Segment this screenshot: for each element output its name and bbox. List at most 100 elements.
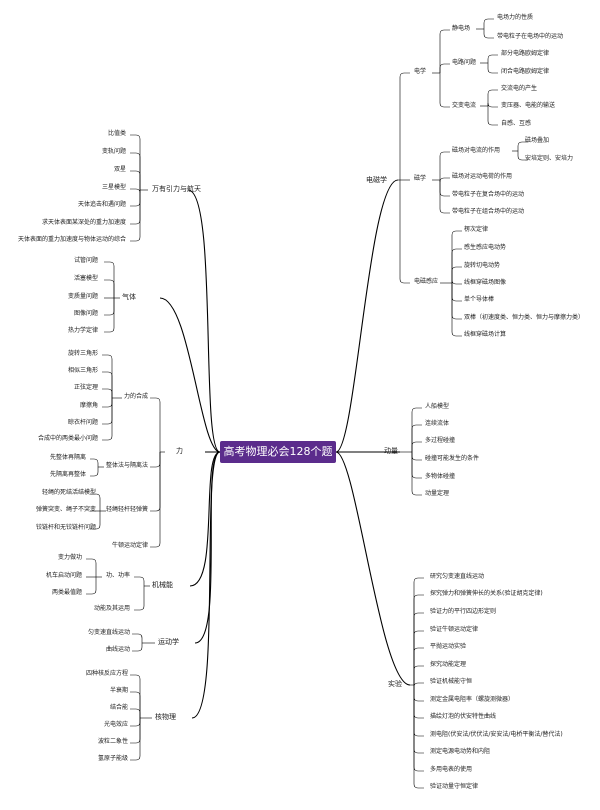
ac-branch-0: [487, 89, 498, 106]
nuclear-branch-5: [130, 718, 141, 761]
leaf-exp-3: 验证牛顿运动定律: [430, 626, 479, 633]
leaf-nuclear-4: 波粒二象性: [97, 738, 128, 745]
induct-branch-4: [451, 283, 462, 302]
leaf-induct-5: 双棒（初速度类、恒力类、恒力与摩擦力类）: [464, 314, 585, 321]
kin-branch-0: [132, 633, 143, 643]
force-branch-1: [150, 452, 161, 468]
ac-branch-2: [487, 106, 498, 126]
leaf-mag-1: 带电粒子在复合场中的运动: [452, 191, 525, 198]
induct-branch-2: [451, 266, 462, 283]
leaf-gas-2: 变质量问题: [67, 293, 98, 300]
elec-branch-0: [439, 29, 450, 73]
branch-gravitation: 万有引力与航天: [152, 185, 201, 193]
compose-branch-0: [102, 354, 113, 398]
leaf-grav-6: 天体表面的重力加速度与物体运动的综合: [17, 236, 126, 243]
leaf-work-0: 变力做功: [57, 554, 82, 561]
mag-branch-1: [439, 177, 450, 183]
grav-branch-5: [130, 190, 141, 225]
leaf-momentum-0: 人船模型: [425, 403, 450, 410]
compose-branch-1: [102, 371, 113, 398]
exp-branch-1: [413, 594, 424, 685]
nuclear-branch-3: [130, 718, 141, 727]
mech-branch-0: [134, 576, 145, 586]
leaf-static-0: 电场力的性质: [497, 14, 534, 21]
leaf-grav-0: 比值类: [107, 130, 126, 137]
exp-branch-10: [413, 685, 424, 754]
node-circuit-problems: 电路问题: [452, 59, 477, 66]
circuit-branch-0: [487, 54, 498, 63]
induct-branch-3: [451, 279, 462, 285]
leaf-momentum-1: 连续流体: [425, 420, 450, 427]
exp-branch-8: [413, 685, 424, 719]
mag-branch-0: [439, 151, 450, 180]
nuclear-branch-0: [130, 674, 141, 718]
leaf-kin-0: 匀变速直线运动: [87, 629, 130, 636]
rope-branch-2: [90, 511, 101, 530]
right-dcgy-connector: [335, 179, 399, 453]
leaf-momentum-5: 动量定理: [425, 490, 450, 497]
compose-branch-3: [102, 398, 113, 408]
leaf-exp-6: 验证机械能守恒: [430, 678, 473, 685]
branch-nuclear: 核物理: [155, 713, 176, 721]
leaf-compose-2: 正弦定理: [73, 384, 98, 391]
grav-branch-4: [130, 190, 141, 207]
force-branch-3: [150, 452, 161, 548]
branch-momentum: 动量: [384, 447, 398, 455]
exp-branch-9: [413, 685, 424, 737]
leaf-grav-2: 双星: [113, 166, 126, 173]
leaf-grav-3: 三星模型: [101, 184, 126, 191]
central-topic: 高考物理必会128个题型: [220, 441, 336, 480]
branch-kinematics: 运动学: [158, 638, 179, 646]
whole-branch-1: [90, 467, 99, 477]
branch-gas: 气体: [122, 293, 136, 301]
node-magnetism: 磁学: [414, 175, 427, 182]
leaf-whole-1: 先隔离再整体: [49, 471, 86, 478]
force-branch-2: [150, 452, 161, 512]
leaf-rope-2: 铰链杆和无铰链杆问题: [35, 524, 96, 531]
node-kinetic-energy: 动能及其运用: [93, 605, 130, 612]
leaf-gas-4: 热力学定律: [67, 327, 98, 334]
rope-branch-0: [90, 493, 101, 511]
leaf-exp-5: 探究动能定理: [430, 661, 467, 668]
gas-branch-0: [104, 261, 115, 298]
node-work-power: 功、功率: [105, 572, 130, 579]
left-wanyou-connector: [187, 189, 221, 453]
elec-branch-2: [439, 73, 450, 108]
branch-experiments: 实验: [388, 680, 402, 688]
grav-branch-1: [130, 152, 141, 190]
leaf-induct-4: 单个导体棒: [464, 296, 495, 303]
leaf-exp-0: 研究匀变速直线运动: [430, 573, 485, 580]
ac-branch-1: [487, 102, 498, 108]
mech-branch-1: [134, 586, 145, 611]
leaf-exp-2: 验证力的平行四边形定则: [430, 608, 497, 615]
grav-branch-6: [130, 190, 141, 242]
leaf-mag-2: 带电粒子在组合场中的运动: [452, 208, 525, 215]
leaf-exp-8: 描绘灯泡的伏安特性曲线: [430, 713, 497, 720]
fieldcur-branch-1: [517, 151, 528, 161]
work-branch-2: [86, 577, 97, 595]
left-hewuli-connector: [191, 451, 221, 719]
left-qiti-connector: [159, 297, 221, 453]
leaf-ac-0: 交流电的产生: [501, 85, 538, 92]
leaf-induct-1: 感生感应电动势: [464, 244, 507, 251]
leaf-induct-2: 旋转切电动势: [464, 262, 501, 269]
leaf-momentum-2: 多过程碰撞: [425, 437, 456, 444]
induct-branch-6: [451, 283, 462, 337]
leaf-exp-9: 测电阻(伏安法/伏伏法/安安法/电桥平衡法/替代法): [430, 731, 563, 738]
leaf-kin-1: 曲线运动: [105, 646, 130, 653]
grav-branch-3: [130, 188, 141, 194]
leaf-static-1: 带电粒子在电场中的运动: [497, 33, 564, 40]
gas-branch-4: [104, 298, 115, 333]
leaf-nuclear-3: 光电效应: [103, 721, 128, 728]
leaf-compose-0: 旋转三角形: [67, 350, 98, 357]
em-branch-0: [399, 72, 410, 180]
leaf-exp-12: 验证动量守恒定律: [430, 783, 479, 790]
leaf-rope-0: 轻绳的死结活结模型: [41, 489, 96, 496]
static-branch-0: [483, 18, 494, 29]
exp-branch-11: [413, 685, 424, 772]
exp-branch-2: [413, 612, 424, 685]
leaf-rope-1: 弹簧突变、绳子不突变: [35, 506, 96, 513]
leaf-exp-1: 探究弹力和弹簧伸长的关系(验证胡克定律): [430, 590, 543, 597]
exp-branch-6: [413, 682, 424, 688]
leaf-circuit-0: 部分电路欧姆定律: [501, 50, 550, 57]
